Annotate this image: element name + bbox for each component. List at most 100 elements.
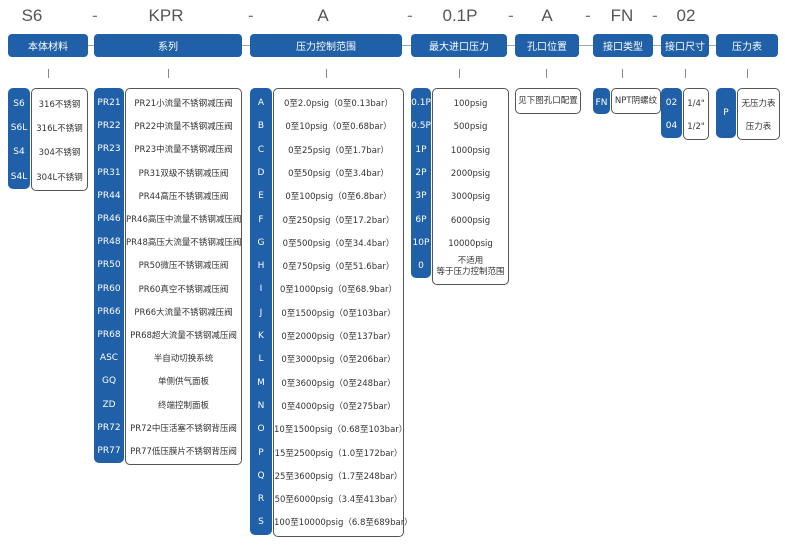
- series-descs-item: PR72中压活塞不锈钢背压阀: [130, 423, 237, 434]
- port-type-code-item: FN: [595, 98, 608, 108]
- pressure-codes-item: H: [257, 261, 265, 272]
- header-connector-6: [709, 45, 716, 46]
- inlet-codes-item: 10P: [412, 237, 430, 248]
- pressure-descs-item: 0至3000psig（0至206bar）: [281, 355, 396, 366]
- header-4: 孔口位置: [515, 34, 579, 57]
- pressure-descs-item: 0至50psig（0至3.4bar）: [288, 168, 389, 179]
- pressure-descs-item: 0至4000psig（0至275bar）: [281, 401, 396, 412]
- inlet-descs-item: 100psig: [453, 99, 488, 109]
- pressure-descs-item: 0至1000psig（0至68.9bar）: [279, 285, 398, 296]
- port-type-text: NPT阴螺纹: [614, 96, 658, 106]
- inlet-descs-item: 10000psig: [448, 238, 493, 249]
- pressure-codes-item: D: [257, 167, 265, 178]
- top-code-0: S6: [21, 6, 43, 25]
- series-codes-item: ASC: [99, 353, 119, 364]
- top-separator-1: -: [248, 6, 254, 25]
- header-connector-3: [507, 45, 515, 46]
- tick-2: [326, 69, 327, 78]
- series-codes-item: PR21: [97, 98, 121, 108]
- inlet-descs-item: 500psig: [453, 122, 488, 133]
- tick-6: [685, 69, 686, 78]
- header-7: 压力表: [716, 34, 778, 57]
- pressure-descs-item: 0至3600psig（0至248bar）: [281, 378, 396, 389]
- material-codes-item: S6: [13, 99, 25, 109]
- pressure-descs-item: 0至10psig（0至0.68bar）: [285, 122, 392, 133]
- series-descs-item: PR77低压膜片不锈钢背压阀: [130, 447, 237, 457]
- pressure-codes-item: E: [258, 191, 264, 202]
- series-descs-item: PR44高压不锈钢减压阀: [138, 191, 229, 202]
- pressure-descs-item: 0至2.0psig（0至0.13bar）: [284, 99, 393, 109]
- material-codes-item: S4L: [10, 171, 28, 182]
- series-descs-item: PR48高压大流量不锈钢减压阀: [126, 238, 242, 249]
- series-codes-item: PR68: [97, 330, 121, 340]
- pressure-codes-item: N: [257, 400, 265, 411]
- pressure-codes-item: O: [257, 424, 265, 435]
- top-separator-4: -: [585, 6, 591, 25]
- pressure-codes-item: J: [259, 307, 263, 318]
- inlet-descs-item: 不适用等于压力控制范围: [436, 256, 505, 278]
- inlet-codes-item: 0.5P: [411, 121, 431, 132]
- pressure-codes-item: M: [257, 377, 265, 388]
- port-size-descs-item: 1/2": [687, 122, 705, 132]
- pressure-descs-item: 0至1500psig（0至103bar）: [281, 308, 396, 319]
- tick-7: [747, 69, 748, 78]
- material-descs-item: 316不锈钢: [38, 100, 81, 110]
- top-separator-5: -: [652, 6, 658, 25]
- series-descs-item: PR66大流量不锈钢减压阀: [134, 307, 233, 318]
- header-connector-4: [579, 45, 593, 46]
- series-descs-item: 半自动切换系统: [153, 354, 214, 365]
- header-connector-0: [88, 45, 94, 46]
- top-separator-0: -: [92, 6, 98, 25]
- series-codes-item: PR23: [97, 144, 121, 155]
- series-descs-item: PR50微压不锈钢减压阀: [138, 261, 229, 272]
- gauge-descs: 无压力表压力表: [737, 88, 780, 140]
- header-5: 接口类型: [593, 34, 653, 57]
- tick-0: [48, 69, 49, 78]
- port-size-descs: 1/4"1/2": [683, 88, 709, 140]
- pressure-descs-item: 0至25psig（0至1.7bar）: [288, 145, 389, 156]
- material-descs: 316不锈钢 316L不锈钢 304不锈钢 304L不锈钢: [31, 88, 88, 191]
- inlet-descs-item: 2000psig: [450, 168, 491, 179]
- series-codes-item: PR77: [97, 446, 121, 456]
- series-descs-item: 单侧供气面板: [157, 377, 209, 388]
- pressure-codes-item: L: [258, 354, 264, 365]
- inlet-descs-item: 1000psig: [450, 145, 491, 156]
- pressure-codes-item: K: [258, 331, 264, 341]
- header-2: 压力控制范围: [250, 34, 402, 57]
- top-code-3: 0.1P: [442, 6, 478, 25]
- series-descs-item: PR22中流量不锈钢减压阀: [134, 122, 233, 133]
- series-codes-item: PR22: [97, 121, 121, 132]
- pressure-codes-item: P: [258, 447, 264, 458]
- series-descs-item: PR68超大流量不锈钢减压阀: [130, 331, 237, 341]
- gauge-code-item: P: [723, 108, 729, 118]
- pressure-codes-item: F: [258, 214, 264, 225]
- pressure-codes-item: I: [259, 284, 263, 295]
- tick-1: [168, 69, 169, 78]
- series-codes-item: PR60: [97, 283, 121, 294]
- pressure-descs-item: 10至1500psig（0.68至103bar）: [274, 425, 408, 436]
- material-descs-item: 304L不锈钢: [36, 172, 83, 183]
- pressure-descs-item: 0至750psig（0至51.6bar）: [282, 262, 395, 273]
- top-separator-2: -: [407, 6, 413, 25]
- material-descs-item: 304不锈钢: [38, 148, 81, 159]
- tick-4: [546, 69, 547, 78]
- pressure-codes-item: R: [257, 494, 265, 505]
- inlet-codes-item: 1P: [415, 144, 427, 155]
- gauge-code: P: [716, 88, 736, 138]
- series-descs-item: PR31双级不锈钢减压阀: [138, 168, 229, 179]
- series-codes-item: PR31: [97, 167, 121, 178]
- material-codes-item: S6L: [10, 123, 28, 134]
- header-connector-2: [402, 45, 411, 46]
- tick-5: [622, 69, 623, 78]
- material-descs-item: 316L不锈钢: [36, 124, 83, 135]
- header-0: 本体材料: [8, 34, 88, 57]
- pressure-descs-item: 0至500psig（0至34.4bar）: [282, 238, 395, 249]
- top-code-1: KPR: [148, 6, 184, 25]
- header-connector-5: [653, 45, 661, 46]
- series-descs-item: PR23中流量不锈钢减压阀: [134, 145, 233, 156]
